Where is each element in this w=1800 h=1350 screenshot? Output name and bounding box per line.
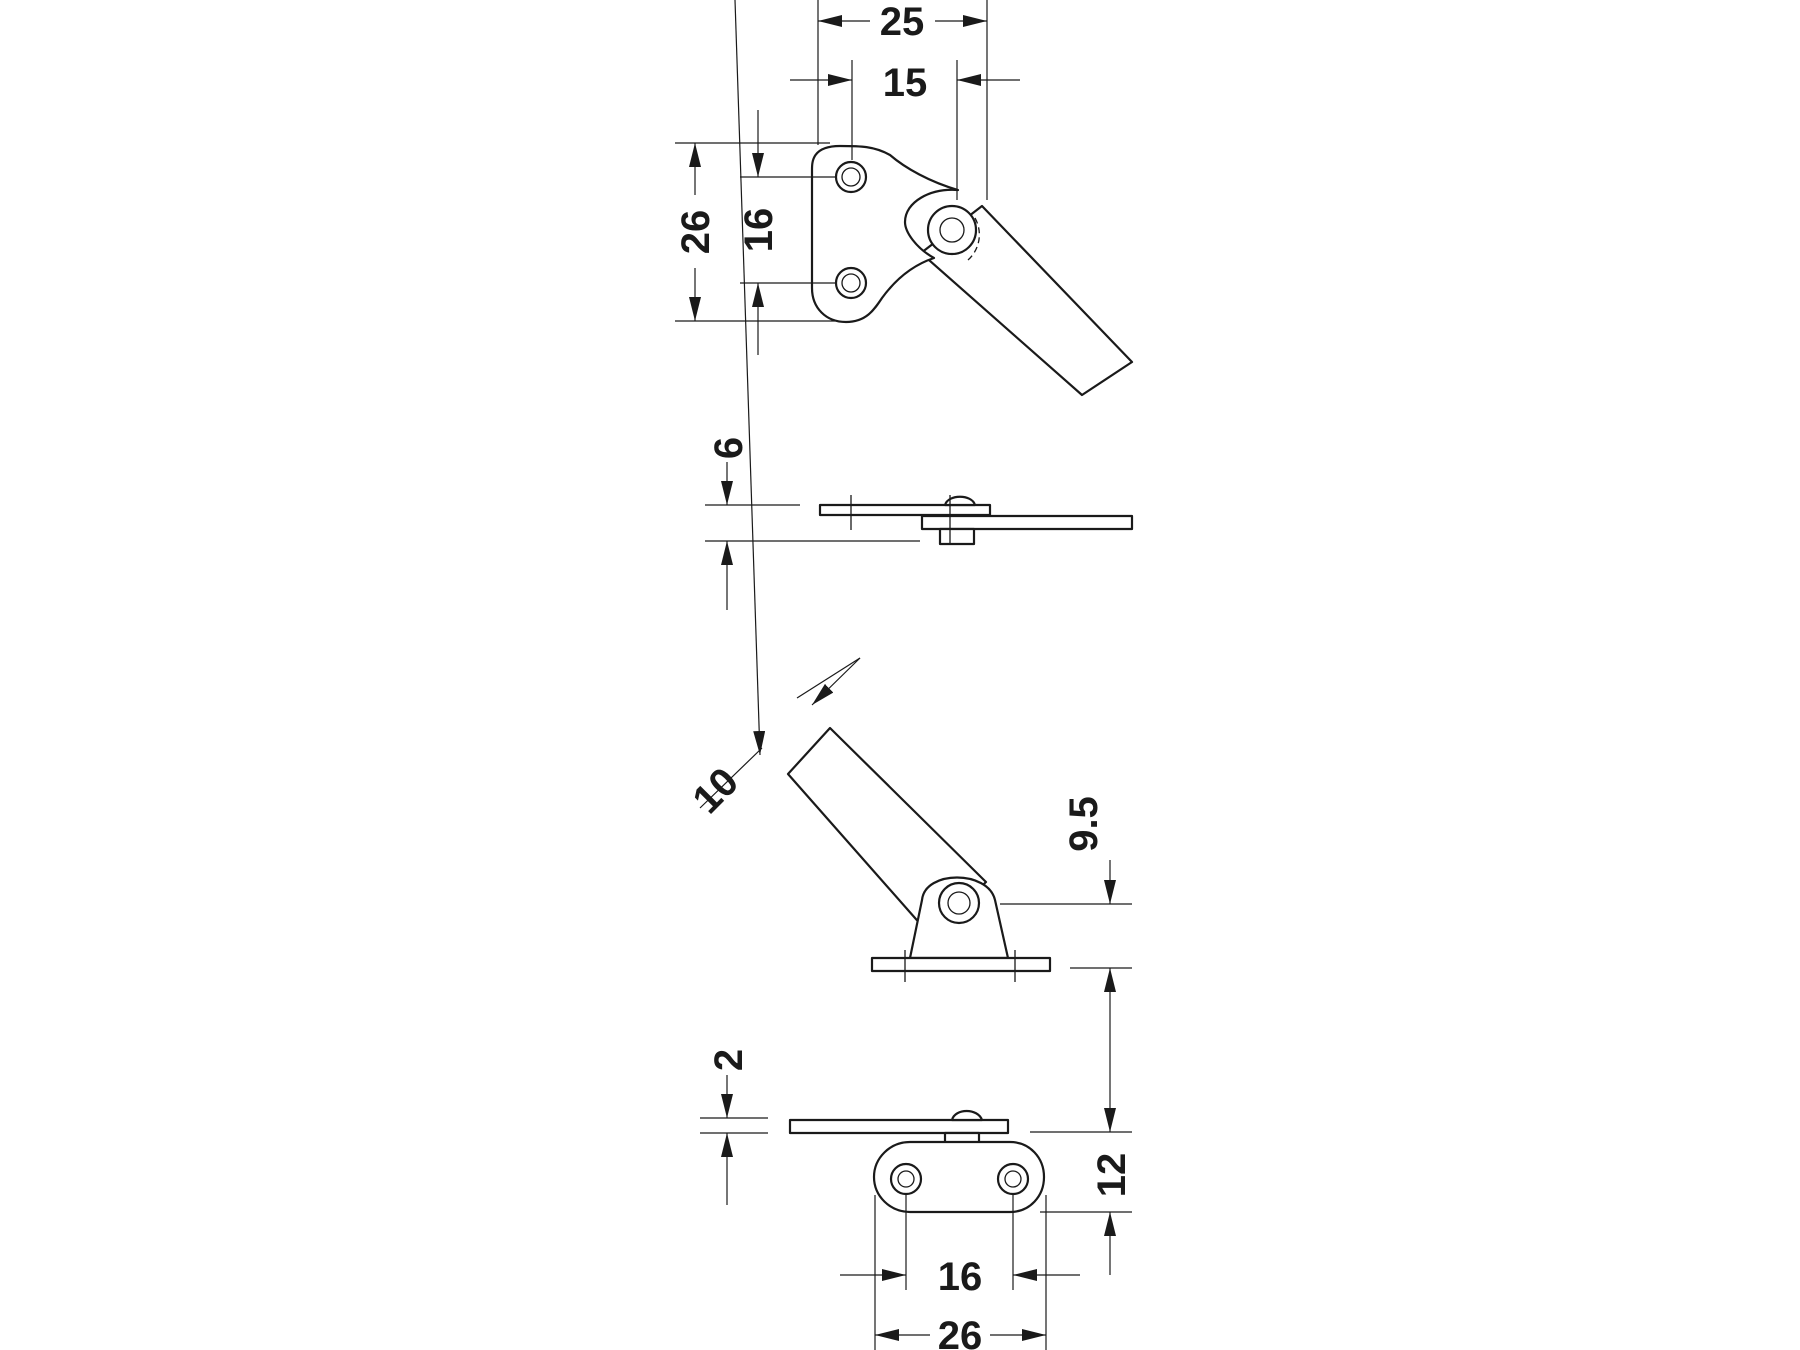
top-view-pivot — [926, 204, 978, 256]
dim-top-hole-spacing: 16 — [737, 208, 781, 253]
front-view-base-plate — [870, 956, 1052, 973]
front-view-pivot — [937, 881, 981, 925]
lower-side-screw-hole-right — [996, 1162, 1030, 1196]
top-view: 25 15 26 16 — [674, 0, 1134, 397]
lower-side-plate — [788, 1118, 1010, 1135]
front-view: 10 9.5 — [685, 0, 1132, 1133]
dim-lower-plate-thickness: 2 — [707, 1049, 751, 1071]
dim-top-overall-height: 26 — [674, 210, 718, 255]
dim-front-arm-width: 10 — [685, 760, 748, 823]
lower-side-view: 2 12 16 26 — [700, 968, 1134, 1350]
upper-side-rivet — [938, 527, 976, 546]
lower-side-base — [872, 1140, 1046, 1214]
lower-side-screw-hole-left — [889, 1162, 923, 1196]
upper-side-view: 6 — [705, 437, 1134, 610]
upper-side-arm — [920, 514, 1134, 531]
upper-side-plate — [818, 503, 992, 517]
dim-top-pivot-offset: 15 — [883, 61, 928, 105]
dim-lower-base-width: 26 — [938, 1314, 983, 1350]
dim-upper-thickness: 6 — [707, 437, 751, 459]
dim-lower-hole-spacing: 16 — [938, 1255, 983, 1299]
top-view-screw-hole-lower — [834, 266, 868, 300]
dim-front-pivot-height: 9.5 — [1062, 796, 1106, 852]
dim-front-base-to-pivot: 12 — [1090, 1153, 1134, 1198]
top-view-screw-hole-upper — [834, 160, 868, 194]
dim-top-overall-width: 25 — [880, 0, 925, 44]
